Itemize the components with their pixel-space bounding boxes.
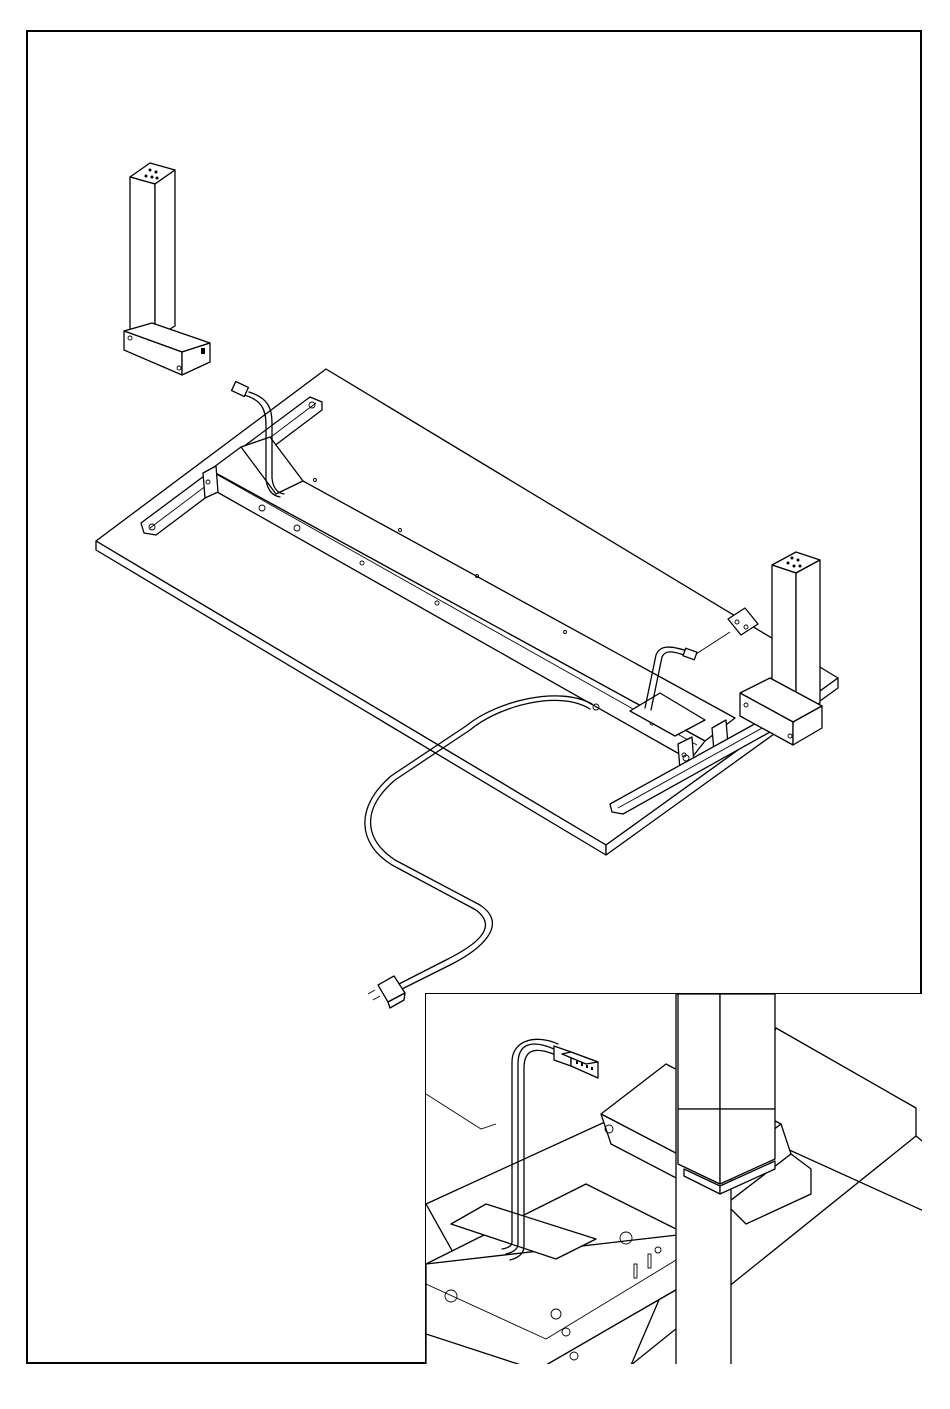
detail-inset [425, 993, 922, 1364]
detail-view-cable-connection [426, 994, 922, 1364]
desk-leg-column-left [124, 163, 210, 375]
power-plug [368, 976, 405, 1008]
